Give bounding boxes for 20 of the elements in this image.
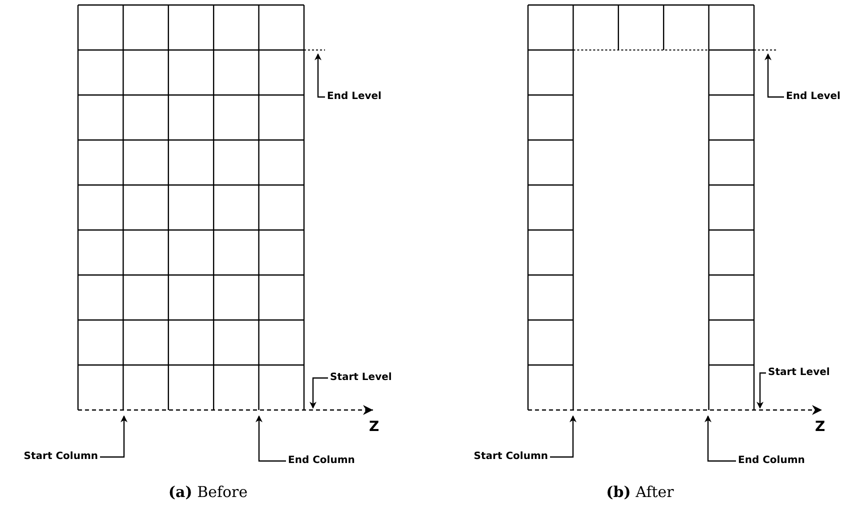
leader-arrow — [764, 53, 784, 98]
annotation-label: Start Column — [454, 450, 548, 464]
leader-arrow — [256, 415, 286, 462]
axis-label: Z — [815, 419, 826, 435]
annotation-label: End Column — [738, 454, 818, 468]
annotation-label: End Level — [786, 90, 856, 104]
leader-arrow — [550, 415, 576, 458]
subfigure-caption: (a) Before — [167, 482, 249, 502]
leader-arrow — [100, 415, 128, 458]
axis-label: Z — [369, 419, 380, 435]
leader-arrow — [704, 415, 736, 462]
annotation-label: End Column — [288, 454, 368, 468]
annotation-label: Start Level — [330, 371, 410, 385]
leader-arrow — [310, 377, 328, 409]
subfigure-caption: (b) After — [605, 482, 675, 502]
leader-arrow — [756, 372, 766, 409]
annotation-label: End Level — [327, 90, 407, 104]
annotation-label: Start Column — [4, 450, 98, 464]
annotation-label: Start Level — [768, 366, 848, 380]
leader-arrow — [314, 53, 325, 98]
